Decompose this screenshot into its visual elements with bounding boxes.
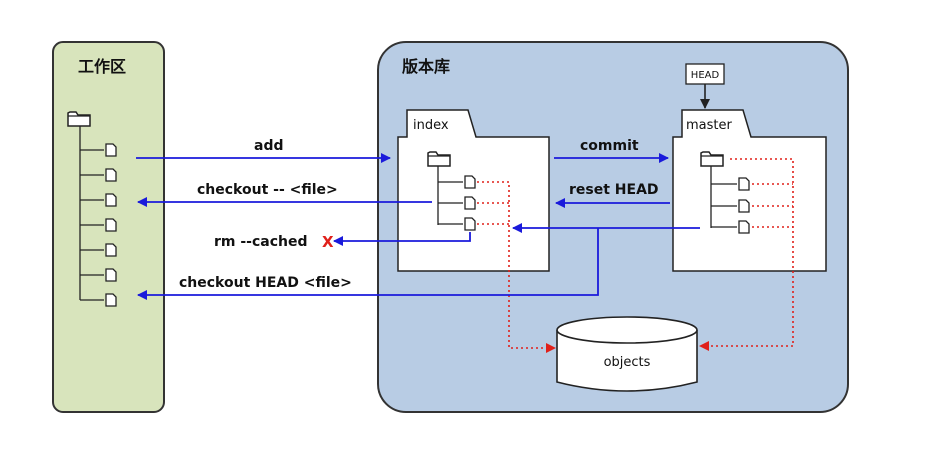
file-icon [105,243,117,257]
file-icon [464,196,476,210]
objects-store: objects [556,316,698,392]
workspace-tree [67,111,117,307]
master-box: master [672,109,827,272]
file-icon [105,218,117,232]
workspace-files [80,143,117,307]
repository-title: 版本库 [401,57,450,76]
object-links [477,158,794,353]
rm-cached-arrow [333,232,471,246]
file-icon [105,193,117,207]
cross-mark: X [322,233,334,251]
file-icon [105,293,117,307]
master-label: master [686,118,732,133]
workspace-region: 工作区 [52,41,165,413]
head-pointer: HEAD [685,63,725,109]
rm-cached-label: rm --cached [214,234,308,250]
checkout-file-label: checkout -- <file> [197,182,338,198]
commit-label: commit [580,138,639,154]
checkout-head-file-label: checkout HEAD <file> [179,275,352,291]
objects-label: objects [604,355,651,370]
file-icon [464,217,476,231]
file-icon [105,168,117,182]
index-box: index [397,109,550,272]
add-label: add [254,138,284,154]
command-arrows [136,153,700,300]
file-icon [738,220,750,234]
file-icon [105,143,117,157]
index-label: index [413,118,449,133]
workspace-title: 工作区 [78,57,126,76]
head-label: HEAD [691,70,720,81]
file-icon [738,199,750,213]
checkout-head-file-arrow [137,228,599,300]
reset-head-label: reset HEAD [569,182,659,198]
file-icon [105,268,117,282]
file-icon [738,177,750,191]
file-icon [464,175,476,189]
